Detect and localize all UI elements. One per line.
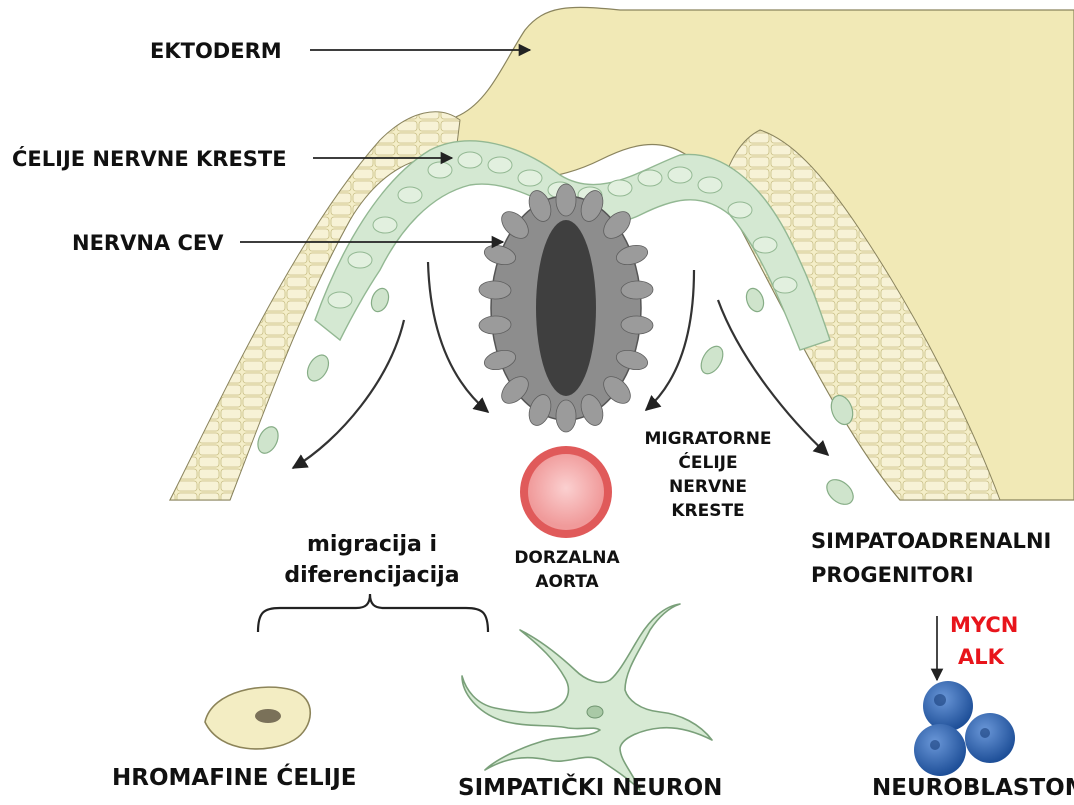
label-migratorne-3: NERVNE [669, 477, 747, 497]
label-celije-nervne-kreste: ĆELIJE NERVNE KRESTE [12, 146, 287, 171]
label-alk: ALK [958, 645, 1005, 669]
label-hromafine: HROMAFINE ĆELIJE [112, 763, 357, 791]
label-simpatoadrenalni-1: SIMPATOADRENALNI [811, 529, 1051, 553]
neural-tube [479, 184, 654, 432]
label-migratorne-4: KRESTE [671, 501, 744, 521]
label-migratorne-1: MIGRATORNE [644, 429, 771, 449]
label-simpaticki: SIMPATIČKI NEURON [458, 773, 722, 801]
label-mycn: MYCN [950, 613, 1018, 637]
sympathetic-neuron-icon [462, 604, 712, 790]
label-simpatoadrenalni-2: PROGENITORI [811, 563, 974, 587]
label-dorzalna-1: DORZALNA [514, 548, 620, 568]
neuroblastoma-cells-icon [914, 681, 1015, 776]
label-neuroblastom: NEUROBLASTOM [872, 775, 1074, 801]
label-dorzalna-2: AORTA [535, 572, 599, 592]
label-migratorne-2: ĆELIJE [678, 451, 737, 473]
differentiation-brace [258, 594, 488, 632]
dorsal-aorta-icon [520, 446, 612, 538]
label-migracija-2: diferencijacija [284, 563, 459, 588]
label-ektoderm: EKTODERM [150, 39, 282, 63]
label-nervna-cev: NERVNA CEV [72, 231, 224, 255]
chromaffin-cell-icon [205, 687, 310, 749]
label-migracija-1: migracija i [307, 532, 437, 557]
